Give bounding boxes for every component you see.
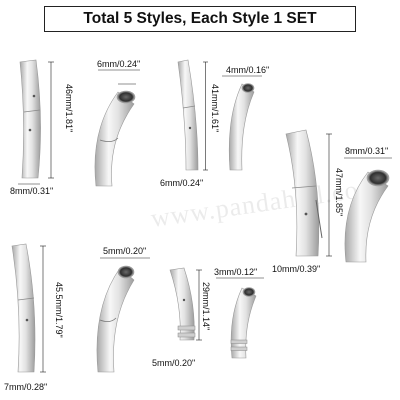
clasp-style-1-angle <box>94 90 136 187</box>
style-4-hole-label: 5mm/0.20" <box>103 246 146 256</box>
style-3-hole-label: 8mm/0.31" <box>345 146 388 156</box>
style-2-length-label: 41mm/1.61" <box>210 84 220 132</box>
clasp-style-5-front <box>169 267 196 341</box>
style-2-width-label: 6mm/0.24" <box>160 178 203 188</box>
style-1-width-label: 8mm/0.31" <box>10 186 53 196</box>
style-5-width-label: 5mm/0.20" <box>152 358 195 368</box>
dimension-marks-style-4 <box>40 245 150 373</box>
dimension-marks-style-5 <box>196 269 264 341</box>
dimension-marks-style-3 <box>326 133 392 257</box>
style-2-hole-label: 4mm/0.16" <box>226 65 269 75</box>
clasp-style-3-angle <box>344 169 390 263</box>
style-1-hole-label: 6mm/0.24" <box>97 59 140 69</box>
title-banner: Total 5 Styles, Each Style 1 SET <box>44 6 356 32</box>
style-4-length-label: 45.5mm/1.79" <box>54 282 64 338</box>
style-5-hole-label: 3mm/0.12" <box>214 267 257 277</box>
dimension-marks-style-1 <box>18 61 136 185</box>
clasp-style-4-front <box>11 243 36 373</box>
clasp-style-2-angle <box>228 83 255 171</box>
page-title: Total 5 Styles, Each Style 1 SET <box>83 10 317 27</box>
style-3-width-label: 10mm/0.39" <box>272 264 320 274</box>
style-1-length-label: 46mm/1.81" <box>64 84 74 132</box>
style-5-length-label: 29mm/1.14" <box>201 282 211 330</box>
clasp-style-5-angle <box>230 287 257 359</box>
style-4-width-label: 7mm/0.28" <box>4 382 47 392</box>
clasp-style-2-front <box>177 59 199 171</box>
clasp-style-4-angle <box>96 265 135 373</box>
clasp-style-3-front <box>285 129 323 257</box>
clasp-style-1-front <box>19 59 41 179</box>
style-3-length-label: 47mm/1.85" <box>334 168 344 216</box>
dimension-marks-style-2 <box>203 61 262 171</box>
